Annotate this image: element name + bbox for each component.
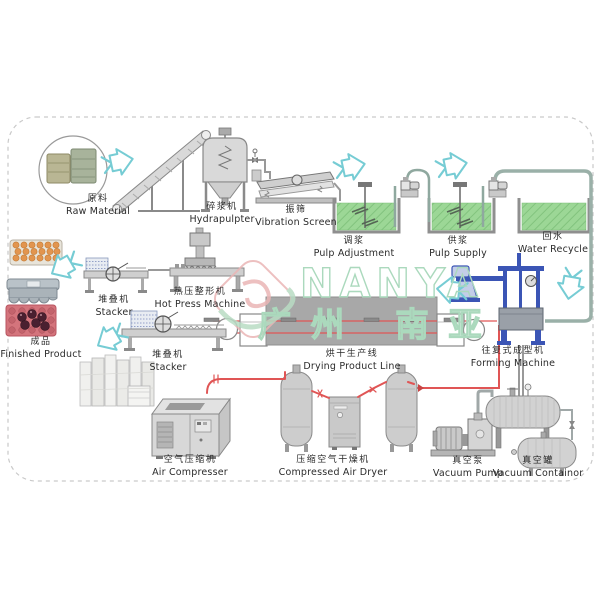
hydrapulpter-machine: [201, 127, 249, 212]
label-en: Stacker: [95, 306, 133, 318]
air-compressor-machine: [151, 397, 231, 459]
label-drying-line: 烘干生产线 Drying Product Line: [302, 349, 402, 372]
watermark-logo: [213, 259, 296, 339]
label-vibration-screen: 振筛 Vibration Screen: [246, 205, 346, 228]
vacuum-pump-machine: [430, 389, 496, 457]
tray-stacks-image: [79, 354, 155, 407]
vacuum-container-tanks: [485, 383, 577, 476]
label-zh: 调浆: [343, 236, 365, 246]
label-en: Finished Product: [0, 348, 82, 360]
watermark-brand-zh-text: 广州 南亚: [258, 305, 502, 344]
label-hot-press: 热压整形机 Hot Press Machine: [150, 287, 250, 310]
label-zh: 成品: [30, 337, 52, 347]
label-hydrapulpter: 碎浆机 Hydrapulpter: [172, 202, 272, 225]
pulp-supply-tank: [427, 182, 496, 234]
watermark: NANYA 广州 南亚: [213, 259, 502, 345]
stacker-2-machine: [121, 310, 227, 351]
tray-carriers: [203, 317, 460, 322]
label-zh: 供浆: [447, 236, 469, 246]
flow-arrow-down: [554, 265, 588, 303]
forming-machine-structure: [450, 253, 545, 345]
label-zh: 空气压缩机: [163, 455, 217, 465]
label-pulp-adjustment: 调浆 Pulp Adjustment: [304, 236, 404, 259]
label-raw-material: 原料 Raw Material: [48, 194, 148, 217]
hot-press-machine: [148, 227, 245, 292]
label-stacker-2: 堆叠机 Stacker: [118, 350, 218, 373]
egg-carton-image: [6, 278, 60, 304]
label-zh: 往复式成型机: [481, 346, 545, 356]
label-en: Drying Product Line: [303, 360, 401, 372]
label-vacuum-container: 真空罐 Vacuum Containor: [483, 456, 593, 479]
label-en: Hydrapulpter: [189, 213, 255, 225]
label-en: Raw Material: [66, 205, 130, 217]
pulp-pump-1: [393, 168, 431, 227]
label-air-dryer: 压缩空气干燥机 Compressed Air Dryer: [273, 455, 393, 478]
label-en: Water Recycle: [517, 243, 589, 255]
label-zh: 原料: [87, 194, 109, 204]
label-en: Stacker: [149, 361, 187, 373]
label-en: Hot Press Machine: [154, 298, 246, 310]
label-en: Vibration Screen: [255, 216, 337, 228]
label-en: Vacuum Containor: [492, 467, 584, 479]
watermark-brand-text: NANYA: [300, 261, 484, 307]
label-zh: 回水: [542, 232, 564, 242]
vibration-screen-machine: [251, 169, 341, 204]
label-zh: 热压整形机: [173, 287, 227, 297]
label-finished-product: 成品 Finished Product: [0, 337, 82, 360]
label-stacker-1: 堆叠机 Stacker: [64, 295, 164, 318]
recycle-water-pipe: [493, 169, 593, 323]
pulp-pump-2: [481, 169, 593, 323]
label-water-recycle: 回水 Water Recycle: [503, 232, 600, 255]
feed-conveyor: [112, 130, 211, 214]
label-zh: 碎浆机: [206, 202, 238, 212]
label-air-compressor: 空气压缩机 Air Compresser: [140, 455, 240, 478]
stacker-1-machine: [83, 257, 149, 293]
pulper-outlet-pipe: [247, 148, 271, 179]
label-zh: 烘干生产线: [325, 349, 379, 359]
label-zh: 压缩空气干燥机: [296, 455, 370, 465]
flow-arrow-right: [433, 149, 471, 183]
label-zh: 真空泵: [452, 456, 484, 466]
label-forming-machine: 往复式成型机 Forming Machine: [463, 346, 563, 369]
label-en: Vacuum Pump: [432, 467, 504, 479]
label-en: Pulp Supply: [429, 247, 487, 259]
flow-arrow-right: [331, 150, 369, 184]
label-en: Forming Machine: [470, 357, 556, 369]
label-en: Air Compresser: [152, 466, 228, 478]
egg-tray-image: [9, 239, 63, 266]
air-dryer-machine: [328, 396, 361, 450]
label-en: Compressed Air Dryer: [278, 466, 388, 478]
air-tank-2: [385, 364, 418, 453]
label-zh: 堆叠机: [98, 295, 130, 305]
pulp-adjustment-tank: [332, 182, 401, 234]
fruit-tray-image: [5, 304, 57, 337]
compressed-air-pipes: [206, 371, 415, 399]
diagram-border: [7, 116, 594, 482]
drying-line-machine: [203, 296, 486, 347]
label-zh: 堆叠机: [152, 350, 184, 360]
label-zh: 振筛: [285, 205, 307, 215]
raw-material-image: [38, 135, 108, 205]
label-zh: 真空罐: [522, 456, 554, 466]
label-pulp-supply: 供浆 Pulp Supply: [408, 236, 508, 259]
water-recycle-tank: [517, 198, 591, 234]
label-en: Pulp Adjustment: [313, 247, 395, 259]
label-vacuum-pump: 真空泵 Vacuum Pump: [418, 456, 518, 479]
